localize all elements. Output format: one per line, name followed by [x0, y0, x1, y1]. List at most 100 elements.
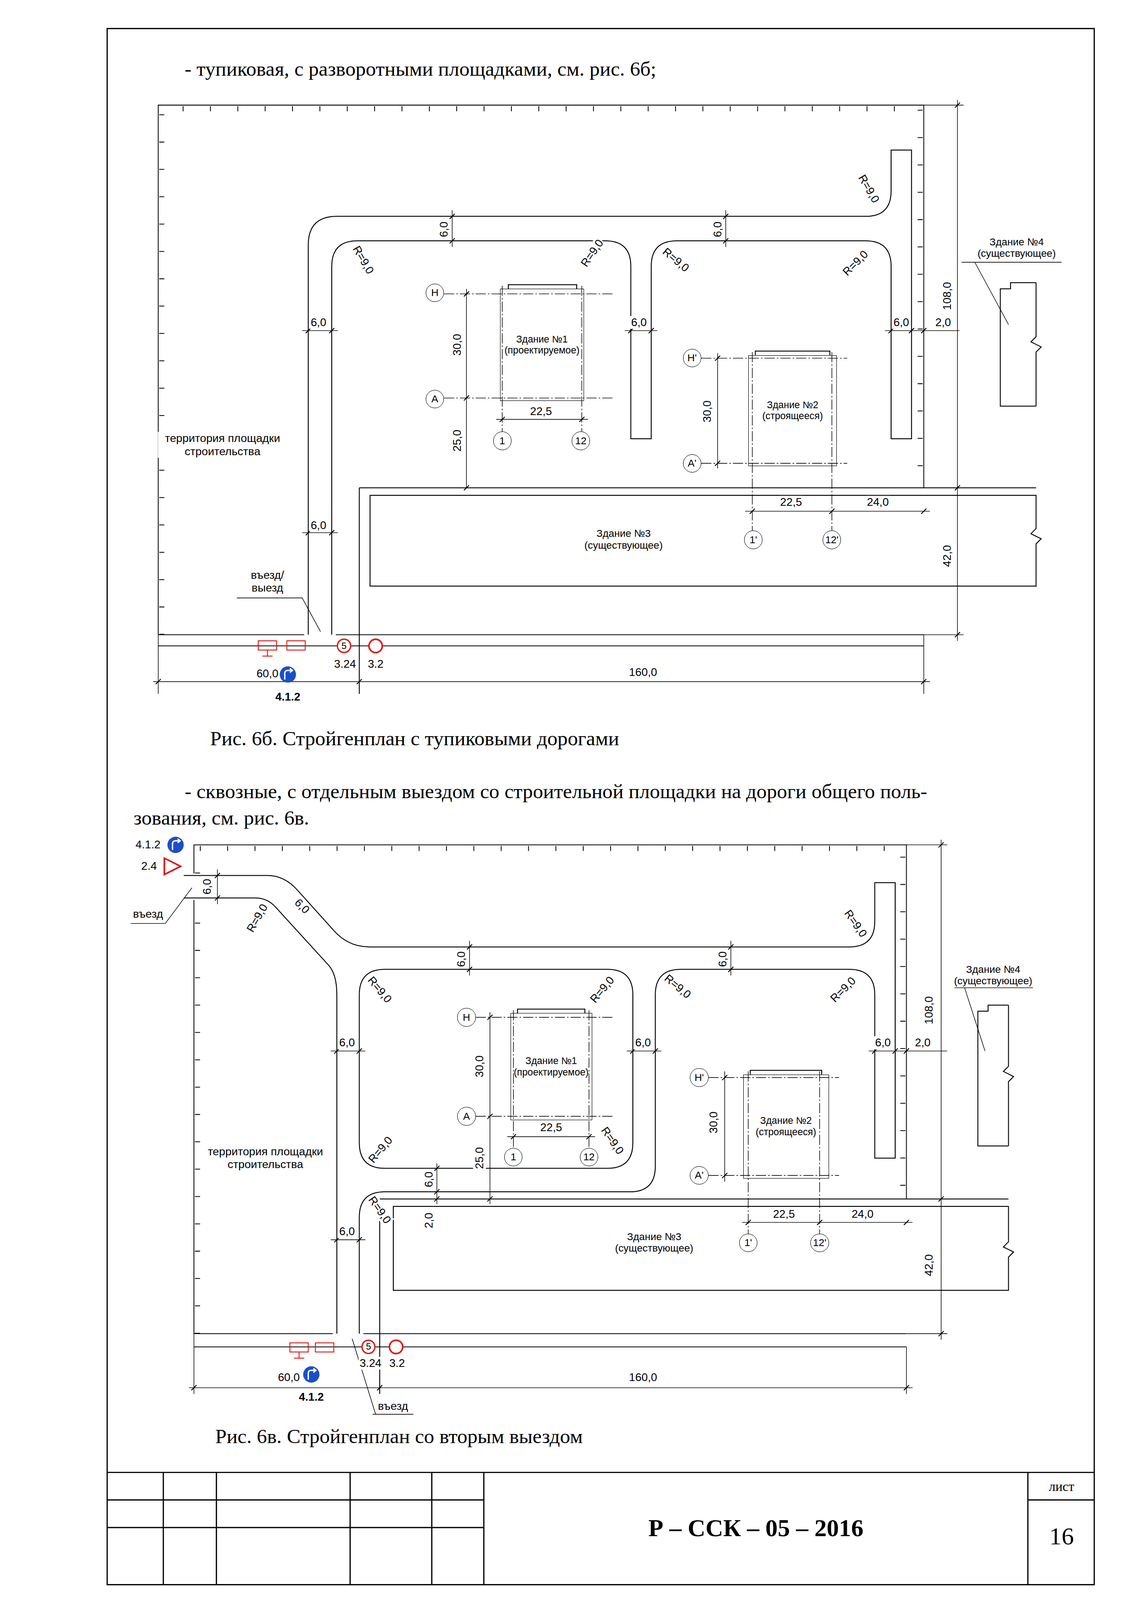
- axis-label: 12: [574, 435, 587, 448]
- dimension-label: 6,0: [892, 316, 910, 329]
- dimension-label: 60,0: [255, 667, 280, 680]
- dimension-label: 24,0: [850, 1208, 875, 1221]
- building: Здание №4 (существующее): [977, 1005, 1009, 1147]
- street-line: [158, 635, 924, 1348]
- sign-code: 4.1.2: [297, 1391, 325, 1404]
- building-label: Здание №1 (проектируемое): [502, 333, 583, 357]
- sign-number: 5: [365, 1341, 371, 1353]
- sign-code: 2.4: [140, 860, 158, 873]
- radius-label: R=9,0: [827, 974, 860, 1007]
- axis-bubble: 12: [571, 431, 590, 450]
- dimension-label: 2,0: [422, 1212, 435, 1230]
- dimension-label: 42,0: [922, 1253, 936, 1278]
- axis-bubble: Н': [683, 349, 702, 368]
- radius-label: R=9,0: [840, 907, 871, 941]
- dimension-label: 2,0: [934, 316, 952, 329]
- speed-limit-sign: 5: [336, 638, 351, 653]
- page-frame: [107, 28, 1095, 1586]
- axis-label: Н: [431, 286, 439, 299]
- axis-bubble: 1': [744, 530, 763, 549]
- dimension-label: 6,0: [716, 950, 730, 969]
- axis-bubble: 12: [579, 1148, 599, 1167]
- radius-label: R=9,0: [598, 1124, 628, 1159]
- figure-caption: Рис. 6в. Стройгенплан со вторым выездом: [214, 1425, 584, 1449]
- axis-bubble: Н: [425, 283, 444, 303]
- dimension-label: 6,0: [454, 950, 468, 969]
- document-code: Р – ССК – 05 – 2016: [648, 1514, 864, 1544]
- axis-label: 1: [510, 1151, 517, 1164]
- axis-bubble: А: [457, 1107, 476, 1126]
- area-label: территория площадки строительства: [157, 432, 288, 459]
- dimension-label: 6,0: [291, 895, 313, 918]
- no-entry-sign: [369, 639, 383, 653]
- building: Здание №3 (существующее): [392, 1206, 1009, 1292]
- axis-bubble: Н': [689, 1068, 709, 1087]
- dimension-label: 108,0: [922, 995, 936, 1026]
- axis-label: 12': [813, 1237, 827, 1250]
- sign-code: 4.1.2: [134, 838, 162, 852]
- axis-label: 12: [583, 1151, 595, 1164]
- dimension-label: 6,0: [874, 1036, 892, 1050]
- axis-bubble: А: [425, 390, 444, 409]
- axis-label: Н': [687, 352, 697, 365]
- radius-label: R=9,0: [661, 971, 694, 1003]
- axis-label: А': [694, 1169, 704, 1182]
- axis-bubble: 1': [739, 1234, 758, 1253]
- axis-bubble: 12': [810, 1234, 829, 1253]
- entrance-label: въезд: [376, 1400, 409, 1414]
- sign-arrow: [172, 668, 316, 1380]
- sign-code: 4.1.2: [274, 690, 302, 704]
- sign-number: 5: [341, 641, 347, 652]
- dimension-label: 6,0: [338, 1036, 356, 1050]
- dimension-label: 6,0: [200, 878, 214, 896]
- entrance-label: въезд: [131, 907, 164, 921]
- building: Здание №2 (строящееся): [748, 355, 838, 467]
- body-text: - сквозные, с отдельным выездом со строи…: [183, 780, 929, 804]
- axis-label: 1': [749, 534, 758, 547]
- dimension-label: 6,0: [338, 1225, 356, 1239]
- building-outline: [359, 282, 1041, 1395]
- dimension-label: 160,0: [628, 1371, 659, 1385]
- sign-code: 3.2: [388, 1357, 406, 1371]
- axis-label: А: [431, 393, 439, 406]
- axis-label: 12': [825, 534, 839, 547]
- sheet-text: лист: [1031, 1479, 1093, 1495]
- dimension-line: [153, 99, 964, 1395]
- dimension-label: 22,5: [772, 1208, 796, 1221]
- radius-label: R=9,0: [586, 973, 618, 1007]
- dimension-label: 6,0: [711, 220, 725, 239]
- fence-ticks: [161, 108, 921, 1335]
- sign-code: 3.2: [366, 657, 385, 671]
- building: Здание №4 (существующее): [1000, 270, 1036, 407]
- axis-label: Н': [694, 1072, 704, 1085]
- direction-sign: [167, 837, 184, 854]
- building-label: Здание №2 (строящееся): [745, 1115, 827, 1138]
- dimension-label: 24,0: [865, 495, 890, 509]
- radius-label: R=9,0: [839, 247, 872, 280]
- dimension-label: 30,0: [450, 333, 464, 357]
- no-entry-sign: [389, 1340, 403, 1355]
- dimension-label: 22,5: [539, 1121, 564, 1135]
- building: Здание №2 (строящееся): [743, 1074, 830, 1179]
- building-label: Здание №1 (проектируемое): [512, 1055, 590, 1079]
- dimension-label: 160,0: [628, 666, 659, 679]
- direction-sign: [279, 666, 297, 684]
- axis-bubble: 12': [822, 530, 841, 549]
- leader-line: [130, 262, 1062, 1415]
- radius-label: R=9,0: [577, 236, 607, 271]
- dimension-label: 6,0: [422, 1171, 435, 1189]
- sign-code: 3.24: [333, 657, 357, 671]
- radius-label: R=9,0: [365, 1133, 397, 1167]
- dimension-label: 6,0: [309, 316, 328, 329]
- area-label: территория площадки строительства: [200, 1145, 331, 1172]
- axis-bubble: А': [683, 454, 702, 473]
- dimension-label: 6,0: [630, 316, 648, 329]
- title-block-cell: Р – ССК – 05 – 2016: [483, 1472, 1028, 1586]
- dimension-label: 42,0: [940, 544, 954, 569]
- figure-caption: Рис. 6б. Стройгенплан с тупиковыми дорог…: [209, 727, 621, 751]
- building-label: Здание №3 (существующее): [603, 1231, 706, 1255]
- building: Здание №1 (проектируемое): [500, 288, 584, 402]
- dimension-label: 6,0: [437, 220, 451, 239]
- building-label: Здание №4 (существующее): [942, 964, 1045, 988]
